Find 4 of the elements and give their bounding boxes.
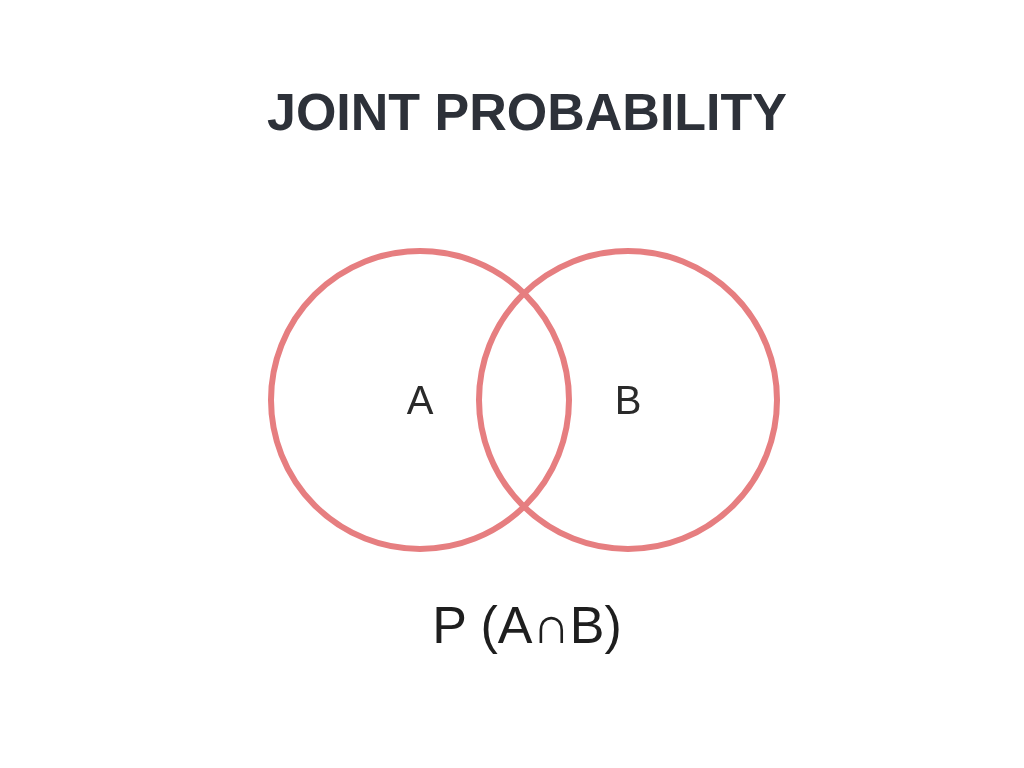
- formula-caption: P (A∩B): [431, 595, 623, 656]
- set-label: B: [614, 377, 642, 423]
- set-label: A: [406, 377, 434, 423]
- title: JOINT PROBABILITY: [266, 82, 788, 143]
